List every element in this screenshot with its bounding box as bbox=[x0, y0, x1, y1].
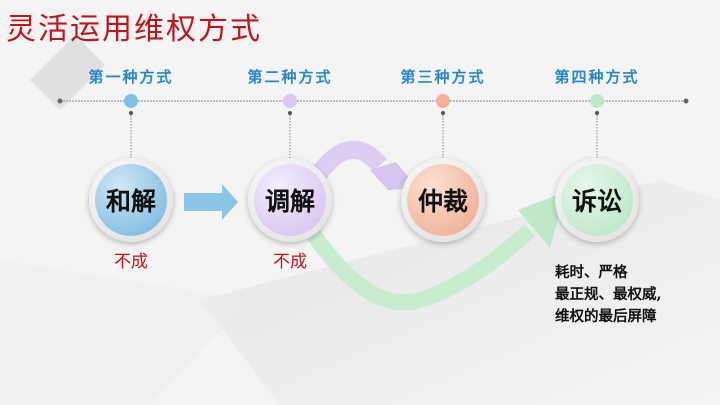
timeline-end-dot bbox=[683, 98, 689, 104]
connector-dot bbox=[595, 111, 599, 115]
decor-shape bbox=[0, 260, 250, 405]
slide-title: 灵活运用维权方式 bbox=[6, 12, 262, 47]
step-name: 仲裁 bbox=[407, 164, 479, 236]
timeline-marker bbox=[590, 94, 604, 108]
step-circle-arbitration: 仲裁 bbox=[401, 158, 485, 242]
step-name: 调解 bbox=[254, 164, 326, 236]
step-name: 诉讼 bbox=[561, 164, 633, 236]
note-line: 维权的最后屏障 bbox=[555, 308, 657, 325]
arrow-litigation bbox=[307, 224, 536, 311]
arrow-mediation bbox=[184, 184, 238, 220]
result-text-1: 不成 bbox=[114, 252, 148, 272]
connector-dot bbox=[441, 111, 445, 115]
step-label-4: 第四种方式 bbox=[554, 68, 640, 86]
step-label-2: 第二种方式 bbox=[247, 68, 333, 86]
connector-dot bbox=[129, 111, 133, 115]
note-line: 耗时、严格 bbox=[555, 264, 628, 281]
decor-shape bbox=[30, 35, 105, 110]
timeline-marker bbox=[436, 94, 450, 108]
connector-dot bbox=[288, 111, 292, 115]
step-label-1: 第一种方式 bbox=[88, 68, 174, 86]
note-line: 最正规、最权威, bbox=[555, 286, 662, 303]
litigation-note: 耗时、严格 最正规、最权威, 维权的最后屏障 bbox=[555, 262, 662, 328]
timeline-marker bbox=[124, 94, 138, 108]
step-circle-reconciliation: 和解 bbox=[89, 158, 173, 242]
step-circle-mediation: 调解 bbox=[248, 158, 332, 242]
step-name: 和解 bbox=[95, 164, 167, 236]
arrow-arbitration bbox=[310, 140, 387, 181]
timeline-start-dot bbox=[57, 98, 63, 104]
step-label-3: 第三种方式 bbox=[400, 68, 486, 86]
timeline-marker bbox=[283, 94, 297, 108]
arrow-litigation-head bbox=[518, 192, 565, 248]
result-text-2: 不成 bbox=[273, 252, 307, 272]
step-circle-litigation: 诉讼 bbox=[555, 158, 639, 242]
